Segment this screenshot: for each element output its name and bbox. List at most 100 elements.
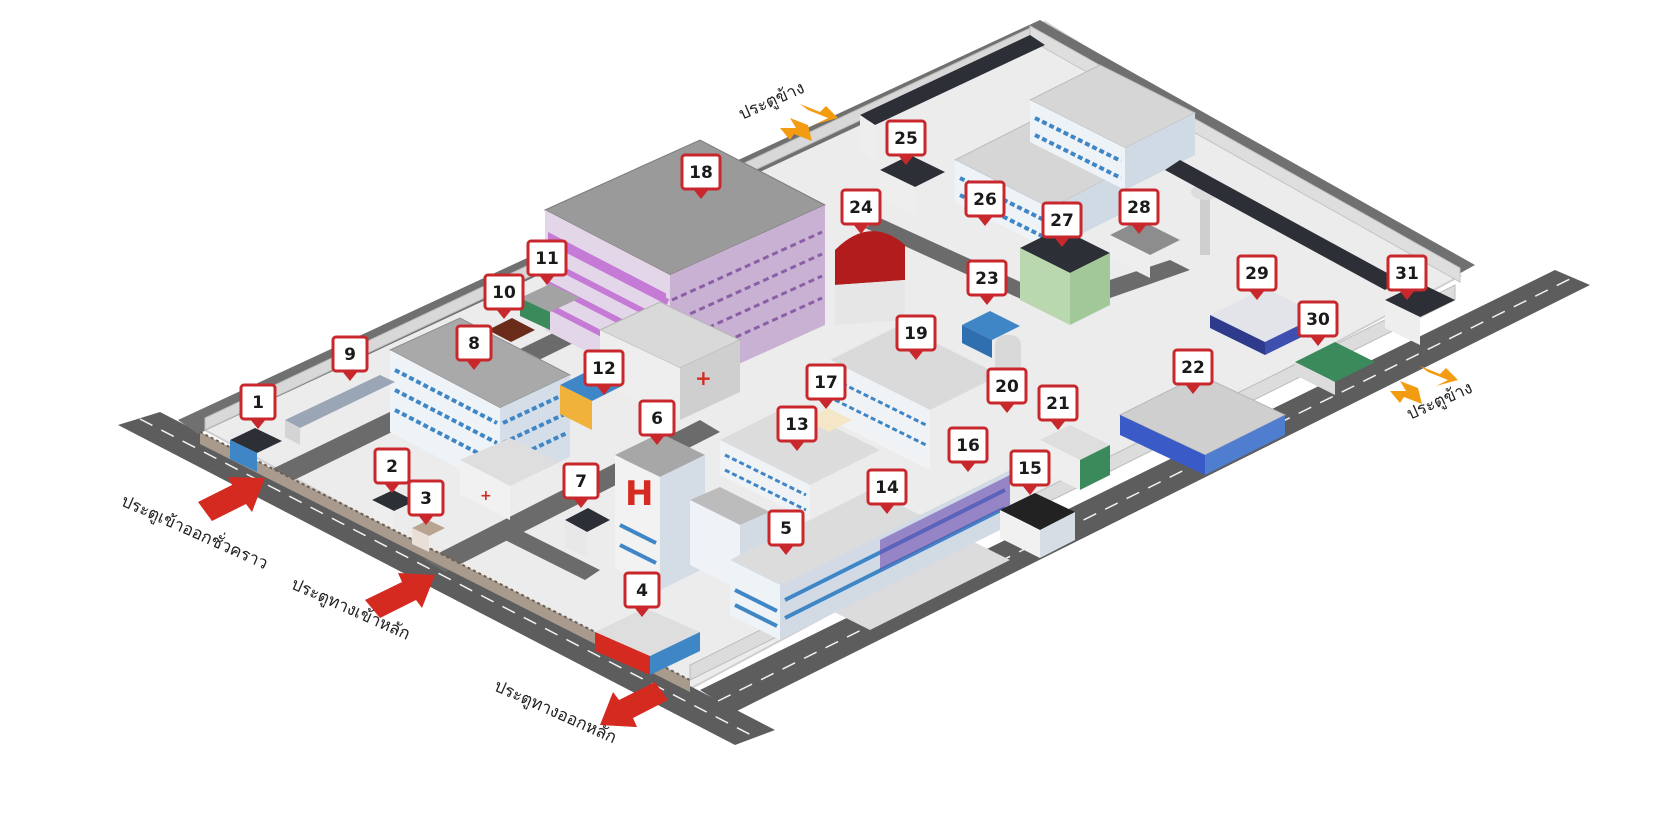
marker-box: [1041, 201, 1083, 239]
gate-arrows: [198, 104, 1458, 727]
marker-pointer: [496, 309, 512, 319]
marker-pointer: [1399, 290, 1415, 300]
map-marker-16[interactable]: 16: [947, 426, 989, 472]
map-marker-7[interactable]: 7: [562, 462, 600, 508]
map-marker-30[interactable]: 30: [1297, 300, 1339, 346]
building-6: H: [615, 433, 770, 590]
map-marker-29[interactable]: 29: [1236, 254, 1278, 300]
marker-pointer: [466, 360, 482, 370]
marker-box: [562, 462, 600, 500]
marker-number: 18: [689, 163, 713, 183]
marker-pointer: [250, 419, 266, 429]
svg-text:+: +: [695, 366, 712, 390]
marker-box: [483, 273, 525, 311]
main-exit-arrow: [600, 682, 668, 727]
map-marker-10[interactable]: 10: [483, 273, 525, 319]
marker-number: 14: [875, 478, 899, 498]
marker-pointer: [649, 435, 665, 445]
marker-pointer: [789, 441, 805, 451]
building-8: +: [388, 317, 572, 520]
marker-box: [947, 426, 989, 464]
map-markers: 1234567891011121314151617181920212223242…: [239, 119, 1428, 617]
marker-number: 19: [904, 324, 928, 344]
map-marker-26[interactable]: 26: [964, 180, 1006, 226]
marker-number: 3: [420, 489, 432, 509]
marker-box: [623, 571, 661, 609]
interior-road-5: [865, 218, 1060, 310]
marker-pointer: [999, 403, 1015, 413]
marker-box: [885, 119, 927, 157]
marker-number: 9: [344, 345, 356, 365]
marker-number: 31: [1395, 264, 1419, 284]
map-marker-27[interactable]: 27: [1041, 201, 1083, 247]
marker-number: 8: [468, 334, 480, 354]
marker-box: [638, 399, 676, 437]
marker-box: [866, 468, 908, 506]
marker-number: 25: [894, 129, 918, 149]
marker-number: 23: [975, 269, 999, 289]
map-marker-31[interactable]: 31: [1386, 254, 1428, 300]
map-marker-24[interactable]: 24: [840, 188, 882, 234]
map-marker-13[interactable]: 13: [776, 405, 818, 451]
marker-box: [805, 363, 847, 401]
map-marker-28[interactable]: 28: [1118, 188, 1160, 234]
building-27: [1020, 228, 1110, 325]
map-marker-8[interactable]: 8: [455, 324, 493, 370]
marker-number: 17: [814, 373, 838, 393]
map-marker-5[interactable]: 5: [767, 509, 805, 555]
building-11: [520, 284, 580, 330]
marker-pointer: [979, 295, 995, 305]
building-top-2: [1028, 64, 1197, 190]
map-marker-3[interactable]: 3: [407, 479, 445, 525]
side-gate-right-arrow-2: [1390, 381, 1422, 404]
marker-pointer: [1249, 290, 1265, 300]
marker-box: [1236, 254, 1278, 292]
building-4: [595, 608, 700, 675]
map-marker-1[interactable]: 1: [239, 383, 277, 429]
marker-box: [1037, 384, 1079, 422]
marker-number: 24: [849, 198, 873, 218]
marker-number: 2: [386, 457, 398, 477]
side-gate-right-label: ประตูข้าง: [1404, 378, 1476, 425]
interior-road-3: [505, 530, 600, 580]
marker-number: 11: [535, 249, 559, 269]
marker-box: [407, 479, 445, 517]
marker-box: [331, 335, 369, 373]
marker-number: 6: [651, 409, 663, 429]
map-marker-25[interactable]: 25: [885, 119, 927, 165]
building-2: [372, 490, 415, 528]
map-marker-14[interactable]: 14: [866, 468, 908, 514]
building-19: [830, 325, 1000, 470]
map-marker-15[interactable]: 15: [1009, 449, 1051, 495]
svg-text:+: +: [480, 488, 492, 504]
marker-number: 10: [492, 283, 516, 303]
building-3: [412, 520, 445, 552]
marker-box: [526, 239, 568, 277]
map-marker-12[interactable]: 12: [583, 349, 625, 395]
map-marker-20[interactable]: 20: [986, 367, 1028, 413]
emergency-gate-arrow: [198, 477, 265, 521]
map-marker-4[interactable]: 4: [623, 571, 661, 617]
map-marker-2[interactable]: 2: [373, 447, 411, 493]
map-marker-11[interactable]: 11: [526, 239, 568, 285]
map-marker-17[interactable]: 17: [805, 363, 847, 409]
map-marker-19[interactable]: 19: [895, 314, 937, 360]
marker-box: [239, 383, 277, 421]
map-marker-23[interactable]: 23: [966, 259, 1008, 305]
building-10: [488, 318, 535, 342]
marker-number: 27: [1050, 211, 1074, 231]
marker-pointer: [539, 275, 555, 285]
marker-box: [966, 259, 1008, 297]
map-marker-22[interactable]: 22: [1172, 348, 1214, 394]
map-marker-9[interactable]: 9: [331, 335, 369, 381]
map-marker-18[interactable]: 18: [680, 153, 722, 199]
map-marker-6[interactable]: 6: [638, 399, 676, 445]
marker-pointer: [898, 155, 914, 165]
marker-number: 29: [1245, 264, 1269, 284]
marker-pointer: [342, 371, 358, 381]
marker-pointer: [634, 607, 650, 617]
marker-pointer: [853, 224, 869, 234]
main-entrance-arrow: [365, 573, 435, 618]
marker-number: 26: [973, 190, 997, 210]
map-marker-21[interactable]: 21: [1037, 384, 1079, 430]
